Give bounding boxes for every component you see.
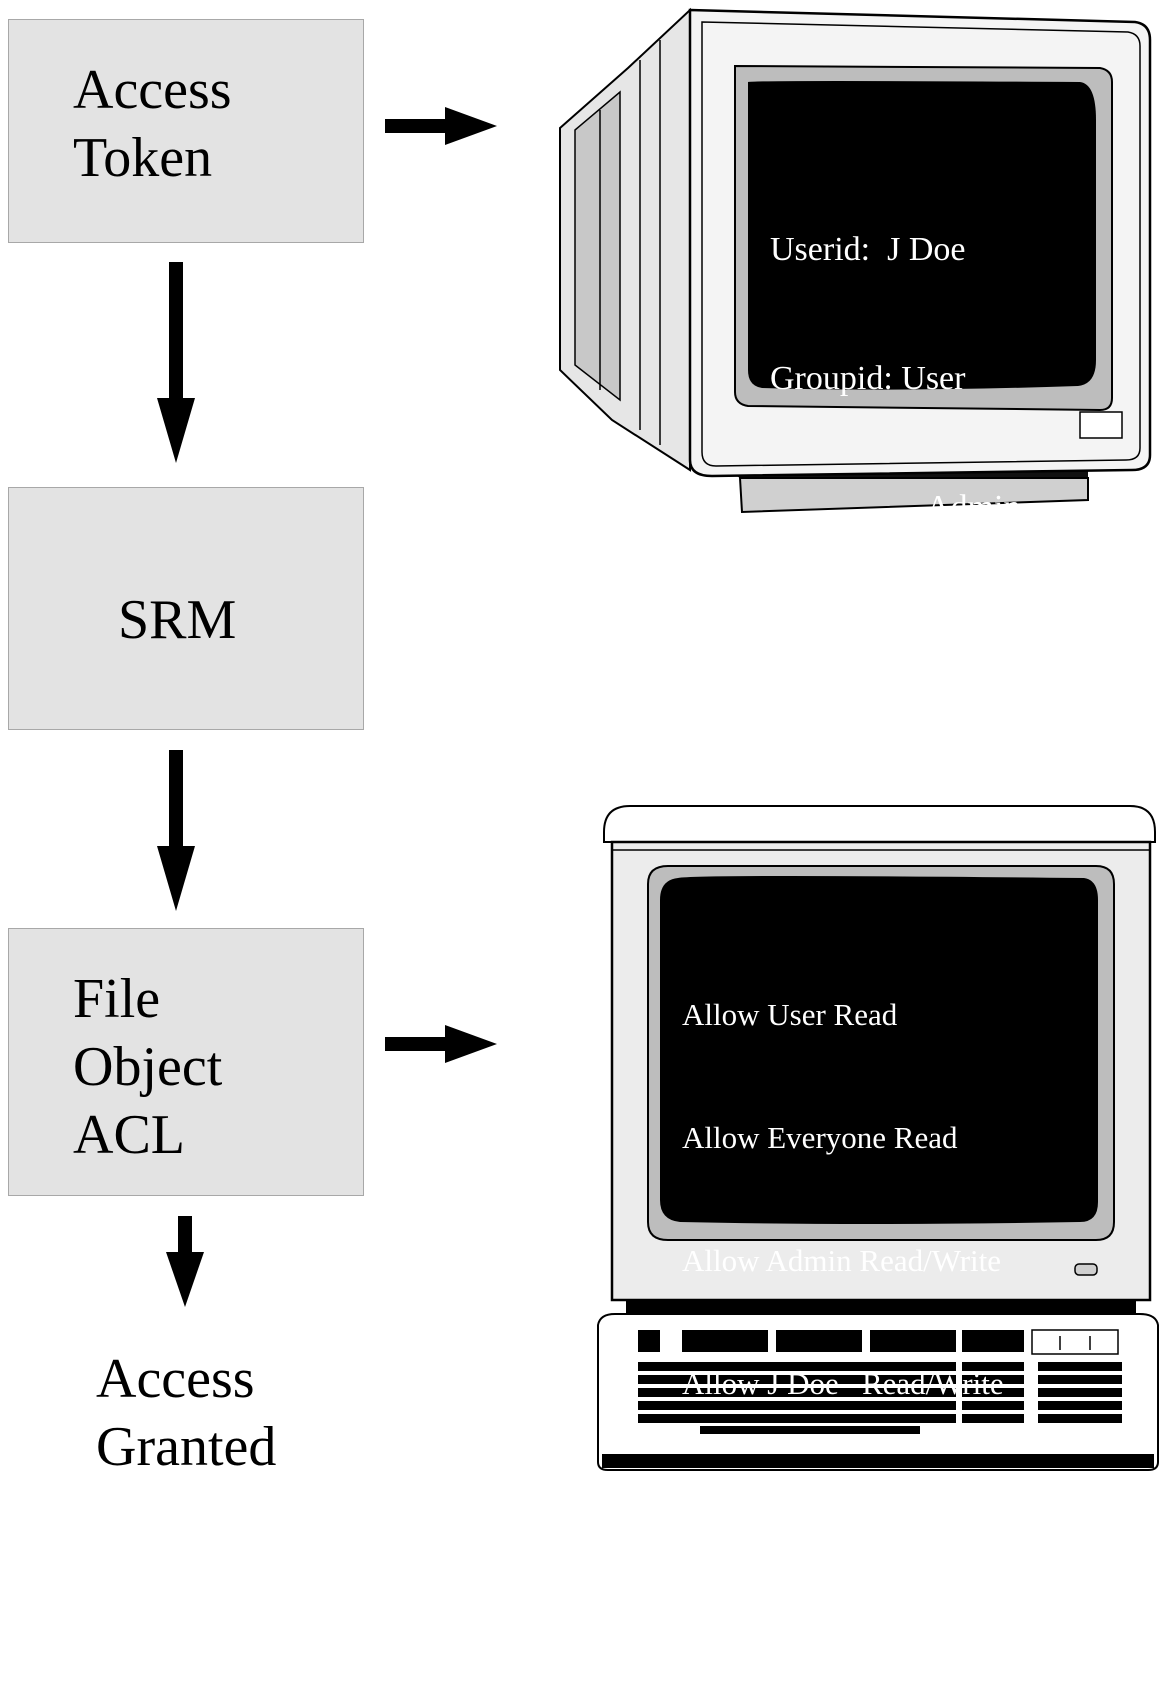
file-object-acl-label: File Object ACL — [73, 965, 222, 1169]
keyboard-key — [638, 1401, 956, 1410]
access-token-box — [8, 19, 364, 243]
access-token-line-1: Access — [73, 59, 232, 121]
arrow-token-to-srm — [157, 262, 195, 463]
arrow-srm-to-acl — [157, 750, 195, 911]
keyboard-key — [700, 1426, 920, 1434]
keyboard-key — [638, 1362, 956, 1371]
keyboard-key — [682, 1330, 768, 1352]
srm-box — [8, 487, 364, 730]
acl-screen-text: Allow User Read Allow Everyone Read Allo… — [682, 912, 1008, 1691]
acl-entry-2: Allow Everyone Read — [682, 1120, 958, 1155]
token-userid-line: Userid: J Doe — [770, 231, 966, 268]
keyboard-key — [776, 1330, 862, 1352]
granted-line-2: Granted — [96, 1416, 277, 1478]
keyboard-key — [870, 1330, 956, 1352]
token-groupid-line: Groupid: User — [770, 360, 966, 397]
keyboard-key — [638, 1330, 660, 1352]
diagram-graphics — [157, 7, 1159, 1471]
access-granted-label: Access Granted — [96, 1345, 276, 1481]
arrow-acl-to-granted — [166, 1216, 204, 1307]
keyboard-key — [962, 1401, 1024, 1410]
acl-entry-deny: Deny T Jones Read/Write — [682, 1612, 1009, 1647]
arrow-acl-to-terminal — [385, 1025, 497, 1063]
terminal-computer-icon — [603, 805, 1156, 1314]
access-token-line-2: Token — [73, 127, 213, 189]
crt-monitor-icon — [559, 7, 1152, 514]
keyboard-key — [1038, 1414, 1122, 1423]
access-token-label: Access Token — [73, 56, 232, 192]
keyboard-key — [962, 1388, 1024, 1397]
acl-entry-1: Allow User Read — [682, 997, 898, 1032]
acl-box-line-3: ACL — [73, 1104, 185, 1166]
keyboard-key — [962, 1362, 1024, 1371]
keyboard-key — [962, 1414, 1024, 1423]
acl-box-line-1: File — [73, 968, 161, 1030]
keyboard-key — [962, 1330, 1024, 1352]
keyboard-key — [1038, 1362, 1122, 1371]
token-group-everyone: Everyone — [926, 618, 1057, 655]
acl-box-line-2: Object — [73, 1036, 223, 1098]
keyboard-key — [638, 1388, 956, 1397]
acl-entry-3: Allow Admin Read/Write — [682, 1243, 1002, 1278]
keyboard-key — [1038, 1388, 1122, 1397]
keyboard-key — [962, 1375, 1024, 1384]
arrow-token-to-monitor — [385, 107, 497, 145]
keyboard-key — [638, 1414, 956, 1423]
granted-line-1: Access — [96, 1348, 255, 1410]
keyboard-icon — [597, 1313, 1159, 1471]
token-screen-text: Userid: J Doe Groupid: User Admin Everyo… — [770, 142, 1056, 701]
keyboard-key — [638, 1375, 956, 1384]
srm-label: SRM — [118, 586, 236, 654]
token-group-admin: Admin — [926, 489, 1021, 526]
acl-entry-4: Allow J Doe Read/Write — [682, 1366, 1004, 1401]
srm-line-1: SRM — [118, 589, 237, 651]
keyboard-key — [1038, 1375, 1122, 1384]
keyboard-key — [1038, 1401, 1122, 1410]
file-object-acl-box — [8, 928, 364, 1196]
acl-entry-blank — [682, 1486, 1008, 1527]
